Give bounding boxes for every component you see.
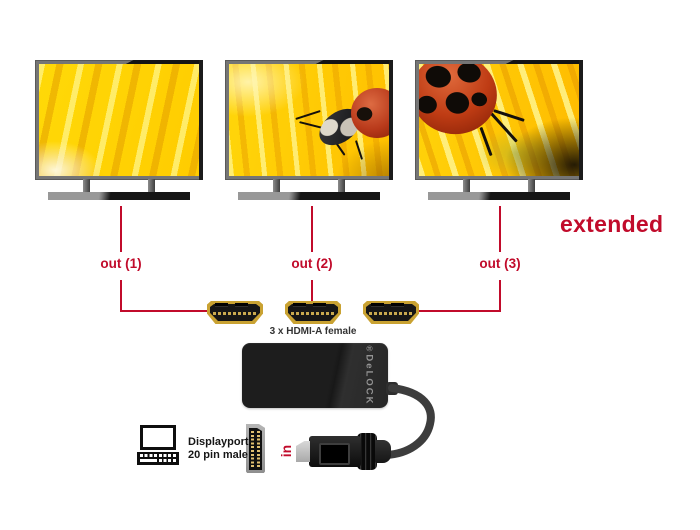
hdmi-port-icon-3 xyxy=(363,301,419,324)
source-device-label: Displayport 20 pin male xyxy=(188,436,249,461)
monitor-stand xyxy=(463,179,470,193)
displayport-male-plug-icon xyxy=(375,440,391,463)
display-mode-label: extended xyxy=(560,211,664,237)
output-label-2: out (2) xyxy=(291,256,333,271)
bezel-gloss-accent xyxy=(315,60,393,64)
monitor-2 xyxy=(225,60,393,201)
monitor-stand xyxy=(338,179,345,193)
monitor-stand xyxy=(528,179,535,193)
hdmi-port-icon-2 xyxy=(285,301,341,324)
hdmi-slot xyxy=(235,303,248,307)
displayport-male-plug-icon xyxy=(319,443,350,465)
monitor-base xyxy=(48,192,190,200)
adapter-device: ® DeLOCK xyxy=(242,343,388,408)
input-label: in xyxy=(277,444,294,458)
ladybug-icon xyxy=(351,88,389,138)
adapter-cable xyxy=(382,384,435,459)
connection-line-out-3 xyxy=(499,206,501,252)
hdmi-slot xyxy=(293,303,306,307)
monitor-stand xyxy=(148,179,155,193)
bezel-gloss-accent xyxy=(579,60,583,180)
ladybug-icon xyxy=(479,126,493,157)
monitor-base xyxy=(238,192,380,200)
hdmi-pins xyxy=(213,312,257,315)
bezel-gloss-accent xyxy=(389,60,393,180)
monitor-1 xyxy=(35,60,203,201)
laptop-keyboard xyxy=(140,459,176,462)
bezel-gloss-accent xyxy=(505,60,583,64)
output-label-1: out (1) xyxy=(100,256,142,271)
bezel-gloss-accent xyxy=(125,60,203,64)
screen-image-ladybug-closeup xyxy=(419,64,579,176)
hdmi-slot xyxy=(391,303,404,307)
monitor-frame xyxy=(225,60,393,180)
monitor-base xyxy=(428,192,570,200)
ladybug-icon xyxy=(295,110,321,120)
registered-mark: ® xyxy=(364,345,374,352)
screen-image-ladybug-approach xyxy=(229,64,389,176)
connection-line-out-1 xyxy=(120,280,122,312)
monitor-frame xyxy=(415,60,583,180)
hdmi-caption: 3 x HDMI-A female xyxy=(269,326,357,337)
displayport-pins xyxy=(257,431,260,467)
ladybug-icon xyxy=(354,140,364,160)
displayport-pins xyxy=(251,431,254,467)
laptop-icon xyxy=(140,425,176,450)
ladybug-icon xyxy=(419,64,505,143)
monitor-stand xyxy=(273,179,280,193)
screen-image-dandelion xyxy=(39,64,199,176)
connection-line-out-1 xyxy=(120,310,208,312)
hdmi-slot xyxy=(215,303,228,307)
hdmi-pins xyxy=(291,312,335,315)
displayport-male-plug-icon xyxy=(296,441,310,462)
hdmi-slot xyxy=(371,303,384,307)
displayport-male-plug-icon xyxy=(357,433,377,470)
source-device-line2: 20 pin male xyxy=(188,448,248,461)
hdmi-slot xyxy=(313,303,326,307)
output-label-3: out (3) xyxy=(479,256,521,271)
connection-line-out-3 xyxy=(419,310,501,312)
monitor-stand xyxy=(83,179,90,193)
hdmi-port-icon-1 xyxy=(207,301,263,324)
bezel-gloss-accent xyxy=(199,60,203,180)
source-device-line1: Displayport xyxy=(188,436,249,448)
connection-line-out-2 xyxy=(311,280,313,302)
connection-line-out-3 xyxy=(499,280,501,312)
laptop-spacebar xyxy=(143,459,155,462)
connection-line-out-2 xyxy=(311,206,313,252)
monitor-frame xyxy=(35,60,203,180)
monitor-3 xyxy=(415,60,583,201)
connection-line-out-1 xyxy=(120,206,122,252)
laptop-keyboard xyxy=(140,454,176,457)
hdmi-pins xyxy=(369,312,413,315)
